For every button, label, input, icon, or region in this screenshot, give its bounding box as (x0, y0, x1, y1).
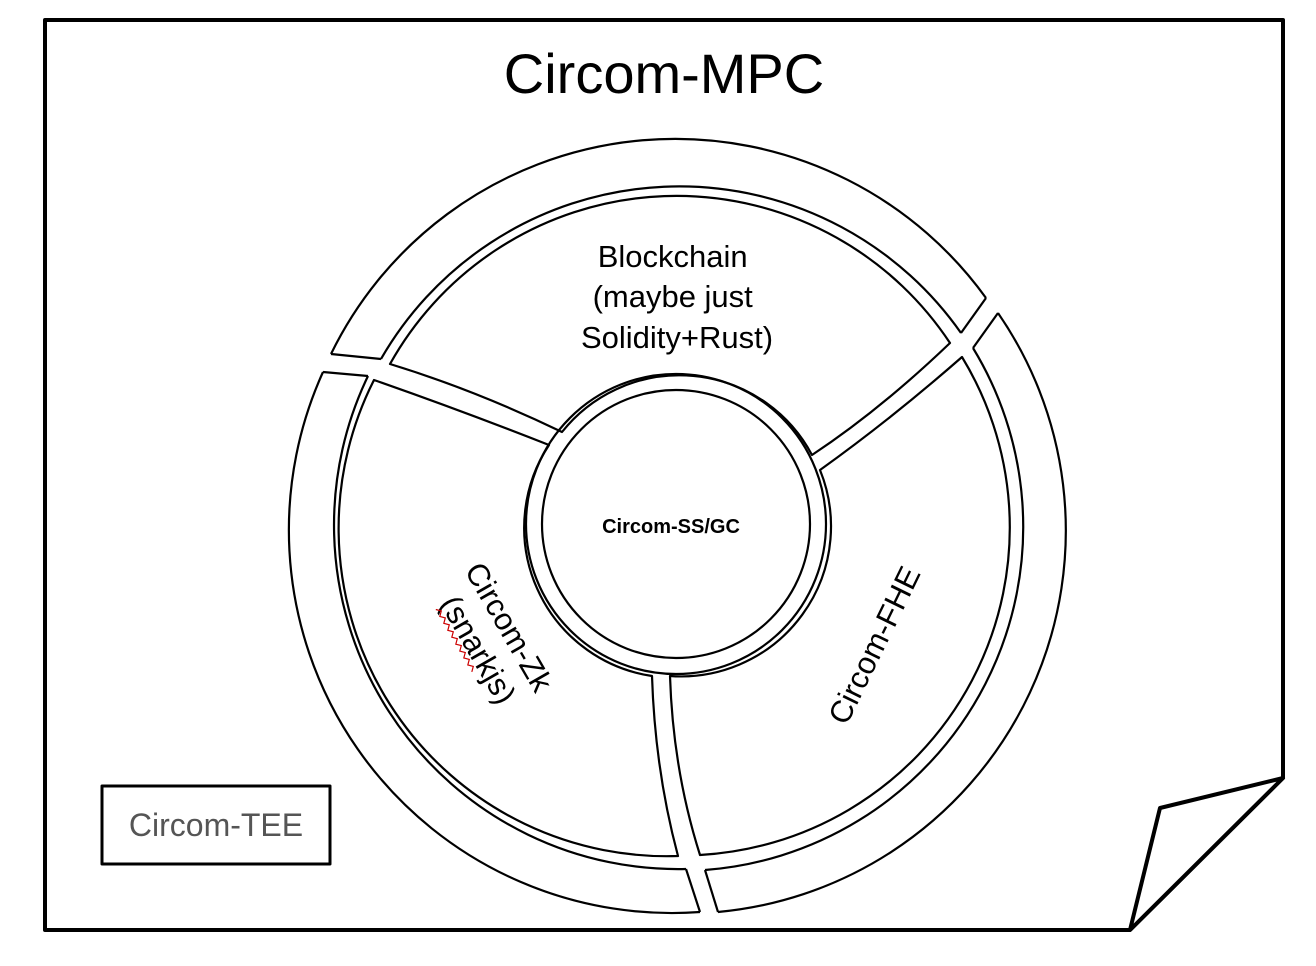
inner-ring-arc-top (380, 185, 962, 360)
inner-ring-arc-right (704, 347, 1025, 872)
blockchain-label-line-1: Blockchain (598, 239, 748, 274)
zk-label: Circom-Zk (snarkjs) (425, 556, 564, 724)
blockchain-label-line-2: (maybe just (593, 279, 754, 314)
outer-ring-gap-right-top (960, 297, 987, 334)
blockchain-label-line-3: Solidity+Rust) (581, 320, 773, 355)
core-ring-outer (524, 372, 828, 676)
outer-ring-gap-left-top (330, 352, 382, 361)
outer-ring-gap-right-bottom (972, 312, 999, 349)
core-ring-inner (540, 388, 812, 660)
svg-text:Circom-FHE: Circom-FHE (821, 561, 927, 730)
core-label: Circom-SS/GC (602, 516, 740, 538)
page-curl (1128, 776, 1285, 932)
outer-ring-arc-zk-lower (287, 371, 701, 915)
tee-label: Circom-TEE (129, 807, 303, 843)
outer-ring-gap-bottom-left (684, 868, 702, 913)
segment-blockchain (388, 194, 952, 457)
tee-box (100, 784, 332, 866)
blockchain-label: Blockchain (maybe just Solidity+Rust) (581, 239, 773, 355)
spellcheck-squiggle (435, 608, 475, 673)
fhe-label: Circom-FHE (821, 561, 927, 730)
svg-text:Circom-Zk (snarkjs): Circom-Zk (snarkjs) (425, 556, 564, 724)
outer-ring-gap-bottom-right (703, 869, 720, 913)
outer-ring-arc-zk (330, 137, 987, 355)
mpc-title: Circom-MPC (504, 42, 824, 105)
outer-ring-arc-fhe (717, 312, 1067, 914)
segment-fhe (668, 355, 1011, 857)
outer-ring-gap-left-bottom (322, 370, 369, 378)
inner-ring-arc-left (332, 375, 687, 871)
